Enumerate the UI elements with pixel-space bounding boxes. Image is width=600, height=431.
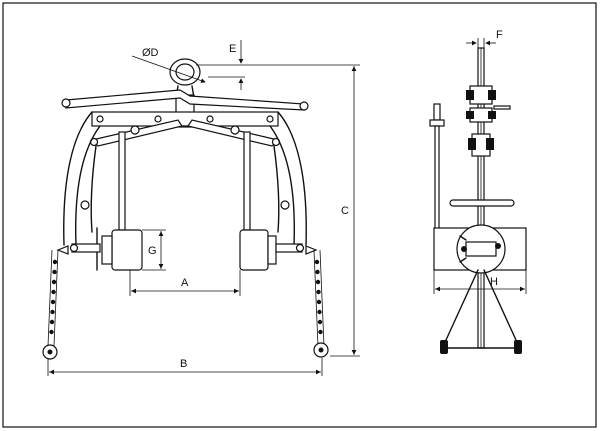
side-wheel-right	[514, 340, 522, 354]
dimension-b: B	[47, 358, 323, 376]
dimension-label-a: A	[181, 277, 189, 289]
dimension-label-b: B	[180, 358, 187, 370]
front-view: ØD E C G	[42, 40, 360, 376]
main-beam	[91, 111, 279, 127]
side-wheel-left	[440, 340, 448, 354]
dimension-label-d: ØD	[142, 47, 159, 59]
rod-left	[118, 131, 126, 231]
dimension-h: H	[433, 270, 527, 294]
side-legs	[445, 269, 517, 341]
dimension-label-c: C	[341, 205, 349, 217]
side-handle	[433, 103, 441, 121]
clamp-pad-left	[111, 229, 143, 271]
side-cross-bar	[449, 199, 515, 207]
dimension-c: C	[245, 64, 360, 357]
dimension-d: ØD	[131, 47, 206, 83]
chain-left	[42, 249, 59, 360]
arm-right-outer	[277, 111, 307, 246]
dimension-label-g: G	[148, 245, 157, 257]
side-view: F H	[429, 29, 527, 354]
dimension-label-h: H	[490, 276, 498, 288]
dimension-f: F	[466, 29, 503, 48]
arm-left-outer	[63, 111, 93, 246]
dimension-label-f: F	[496, 29, 503, 41]
rod-right	[243, 131, 251, 231]
clamp-pad-right	[239, 229, 269, 271]
dimension-g: G	[142, 229, 166, 271]
dimension-a: A	[129, 270, 241, 296]
dimension-e: E	[196, 40, 245, 90]
dimension-label-e: E	[229, 43, 236, 55]
chain-right	[313, 249, 329, 358]
